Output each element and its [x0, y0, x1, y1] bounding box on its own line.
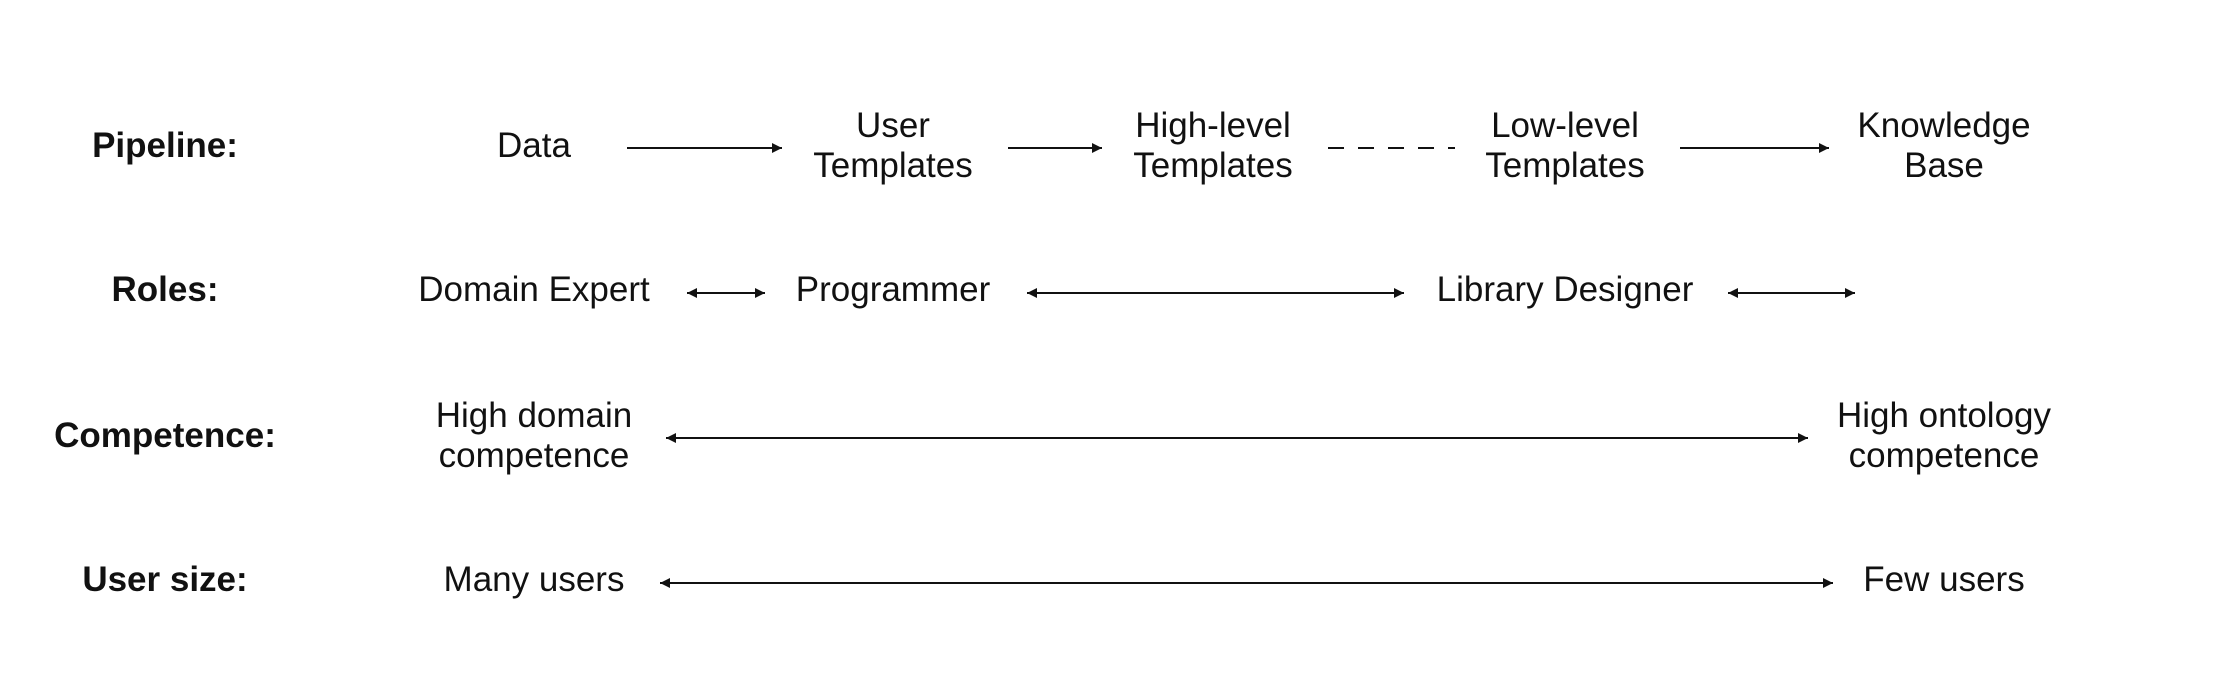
pipeline-row-label: Pipeline: [92, 126, 238, 165]
pipeline-data: Data [497, 126, 571, 165]
roles-row-label: Roles: [111, 270, 219, 309]
role-programmer: Programmer [795, 270, 991, 309]
pipeline-user-templates: User Templates [813, 106, 973, 185]
user-size-left-label: Many users [443, 560, 625, 599]
user-size-right-label: Few users [1863, 560, 2025, 599]
competence-right-label: High ontology competence [1836, 396, 2052, 475]
pipeline-high-level-templates: High-level Templates [1133, 106, 1293, 185]
pipeline-low-level-templates: Low-level Templates [1485, 106, 1645, 185]
pipeline-knowledge-base: Knowledge Base [1857, 106, 2031, 185]
role-domain-expert: Domain Expert [418, 270, 650, 309]
competence-row-label: Competence: [54, 416, 276, 455]
user-size-row-label: User size: [82, 560, 248, 599]
role-library-designer: Library Designer [1436, 270, 1694, 309]
competence-left-label: High domain competence [435, 396, 633, 475]
